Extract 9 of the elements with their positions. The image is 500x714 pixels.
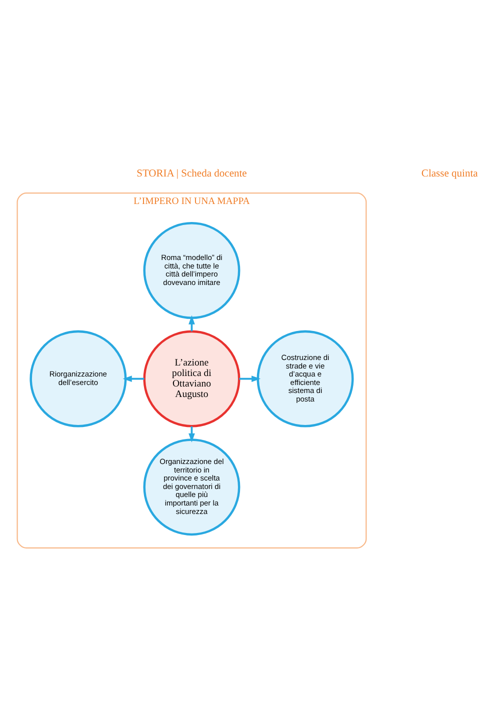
node-circle: Costruzione di strade e vie d’acqua e efficiente sistema di posta [256, 330, 354, 428]
label: Classe quinta [421, 168, 478, 180]
arrow [122, 376, 144, 382]
label: STORIA | Scheda docente [136, 168, 247, 180]
node-circle: Organizzazione del territorio in province e scelta dei governatori di quelle più importanti per la sicurezza [143, 438, 240, 536]
arrow [239, 376, 261, 382]
node-circle: L’azione politica di Ottaviano Augusto [143, 330, 240, 428]
node-circle: Roma “modello” di città, che tutte le città dell’impero dovevano imitare [143, 222, 240, 320]
node-circle: Riorganizzazione dell’esercito [30, 330, 127, 428]
